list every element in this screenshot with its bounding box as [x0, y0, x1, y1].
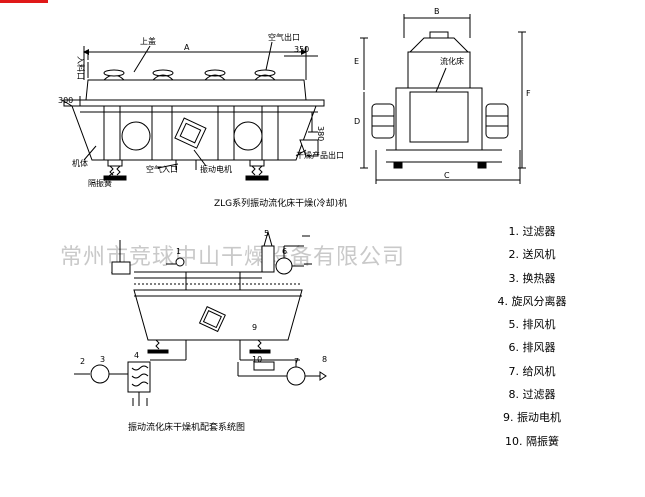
system-num-4: 4	[134, 351, 139, 360]
legend-item: 4. 旋风分离器	[497, 294, 567, 308]
label-dim-b: B	[434, 7, 440, 16]
system-num-2: 2	[80, 357, 85, 366]
label-isolation-spring: 隔振簧	[88, 178, 112, 188]
legend-item: 6. 排风器	[508, 341, 556, 355]
legend-item: 10. 隔振簧	[505, 434, 559, 448]
system-num-9: 9	[252, 323, 257, 332]
machine-side-view	[360, 14, 526, 184]
system-num-7: 7	[294, 357, 299, 366]
label-dry-product-outlet: 干燥产品出口	[296, 150, 344, 160]
system-num-8: 8	[322, 355, 327, 364]
legend-item: 3. 换热器	[508, 271, 556, 285]
system-num-6: 6	[282, 247, 287, 256]
label-dim-300: 300	[58, 96, 73, 105]
system-flow-diagram	[74, 230, 327, 406]
label-air-outlet: 空气出口	[268, 32, 300, 42]
system-num-1: 1	[176, 247, 181, 256]
system-number-labels: 1 2 3 4 5 6 7 8 9 10 振动流化床干燥机配套系统图	[80, 229, 327, 433]
top-accent-bar	[0, 0, 48, 3]
parts-legend: 1. 过滤器 2. 送风机 3. 换热器 4. 旋风分离器 5. 排风机 6. …	[462, 220, 602, 453]
label-upper-cover: 上盖	[140, 36, 156, 46]
machine-side-labels: B E D F C 流化床	[354, 7, 531, 180]
legend-item: 5. 排风机	[508, 318, 556, 332]
label-feed: 入料口	[76, 56, 86, 80]
label-dim-380: 380	[316, 126, 325, 141]
legend-item: 1. 过滤器	[508, 225, 556, 238]
label-dim-a: A	[184, 43, 190, 52]
top-caption: ZLG系列振动流化床干燥(冷却)机	[214, 197, 347, 209]
system-num-5: 5	[264, 229, 269, 238]
label-dim-c: C	[444, 171, 450, 180]
system-caption: 振动流化床干燥机配套系统图	[128, 421, 245, 433]
label-air-inlet: 空气入口	[146, 164, 178, 174]
legend-item: 8. 过滤器	[508, 388, 556, 402]
label-dim-350: 350	[294, 45, 309, 54]
legend-item: 7. 给风机	[508, 364, 556, 378]
label-body: 机体	[72, 158, 88, 168]
system-num-10: 10	[252, 355, 262, 364]
label-fluid-bed: 流化床	[440, 56, 464, 66]
legend-item: 2. 送风机	[508, 248, 556, 262]
machine-front-view	[61, 41, 325, 181]
machine-front-labels: 上盖 空气出口 A 350 300 380 入料口 机体 隔振簧 空气入口 振动…	[58, 32, 347, 209]
label-vibration-motor: 振动电机	[200, 164, 232, 174]
label-dim-e: E	[354, 57, 359, 66]
legend-item: 9. 振动电机	[503, 411, 561, 425]
label-dim-f: F	[526, 89, 531, 98]
system-num-3: 3	[100, 355, 105, 364]
label-dim-d: D	[354, 117, 360, 126]
